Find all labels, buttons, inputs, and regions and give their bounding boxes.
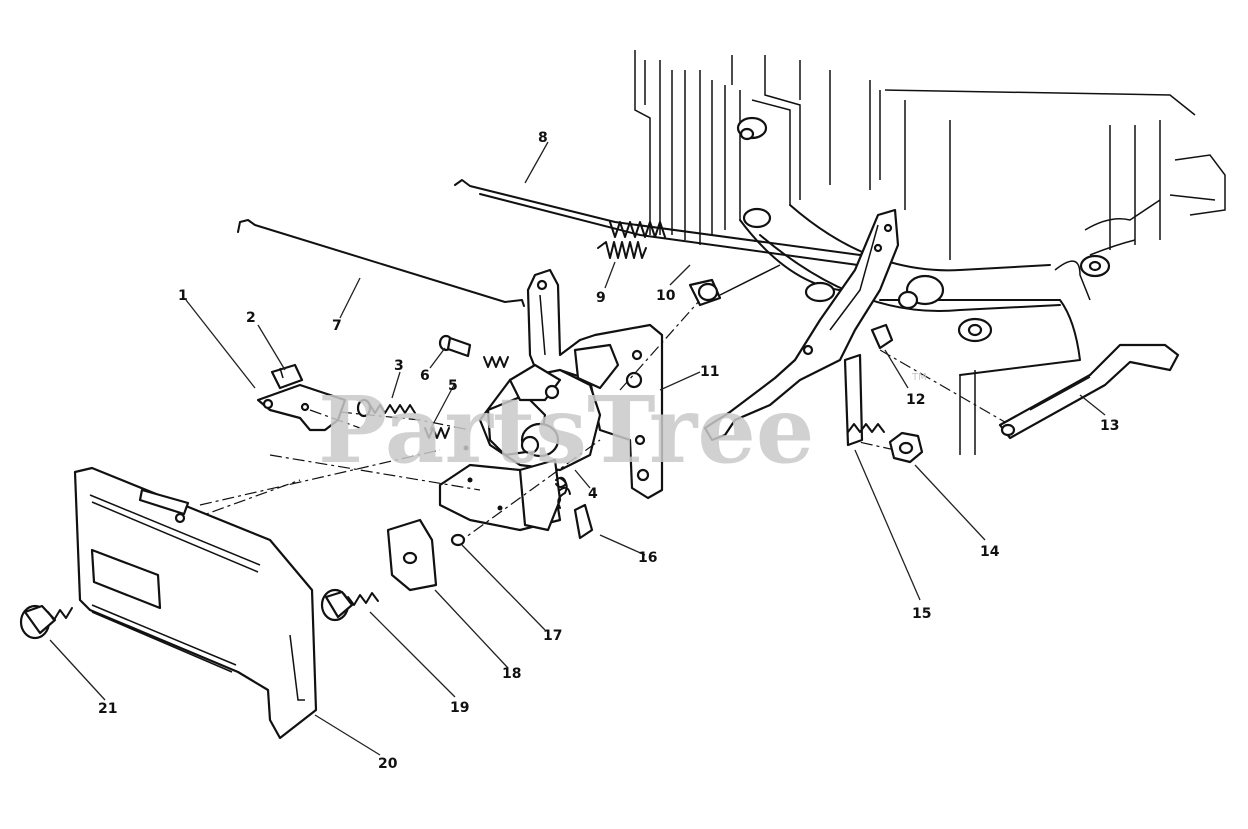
callout-5: 5: [448, 378, 458, 394]
part-16-pin: [573, 503, 594, 540]
part-4-spring: [557, 477, 568, 509]
part-6-screw: [438, 334, 472, 358]
watermark-trademark: TM: [911, 372, 927, 383]
part-14-nut: [888, 431, 924, 464]
part-19-bolt: [320, 588, 379, 622]
callout-6: 6: [420, 368, 430, 384]
part-20-cover-plate: [73, 466, 318, 740]
part-9-spring: [597, 241, 647, 259]
callout-9: 9: [596, 290, 606, 306]
callout-1: 1: [178, 288, 188, 304]
callout-18: 18: [502, 666, 521, 682]
watermark-text: PartsTree: [318, 376, 814, 484]
callout-2: 2: [246, 310, 256, 326]
callout-3: 3: [394, 358, 404, 374]
part-10-bracket: [688, 264, 781, 307]
part-7-rod: [237, 219, 525, 307]
part-3-bolt: [356, 398, 416, 418]
control-assembly: [438, 343, 620, 532]
callout-11: 11: [700, 364, 719, 380]
callout-7: 7: [332, 318, 342, 334]
callout-labels: 1 2 3 4 5 6 7 8 9 10 11 12 13 14 15 16 1…: [98, 130, 1119, 772]
callout-13: 13: [1100, 418, 1119, 434]
callout-4: 4: [588, 486, 598, 502]
callout-14: 14: [980, 544, 1000, 560]
part-21-bolt: [19, 604, 73, 640]
callout-12: 12: [906, 392, 925, 408]
callout-15: 15: [912, 606, 931, 622]
part-2-clip: [270, 363, 304, 390]
part-15-lever: [703, 208, 900, 447]
part-12-nut: [870, 323, 894, 350]
callout-10: 10: [656, 288, 676, 304]
callout-16: 16: [638, 550, 657, 566]
callout-19: 19: [450, 700, 469, 716]
part-18-clip: [386, 518, 438, 592]
leader-lines: [49, 141, 1106, 756]
part-1-bracket: [256, 383, 347, 432]
part-10-spring: [609, 221, 666, 238]
callout-17: 17: [543, 628, 562, 644]
part-5-spring: [424, 356, 509, 439]
assembly-guide-lines: [89, 299, 1011, 576]
callout-21: 21: [98, 701, 117, 717]
callout-8: 8: [538, 130, 548, 146]
part-17-pin: [450, 533, 466, 547]
part-13-handle: [998, 343, 1180, 440]
callout-20: 20: [378, 756, 398, 772]
